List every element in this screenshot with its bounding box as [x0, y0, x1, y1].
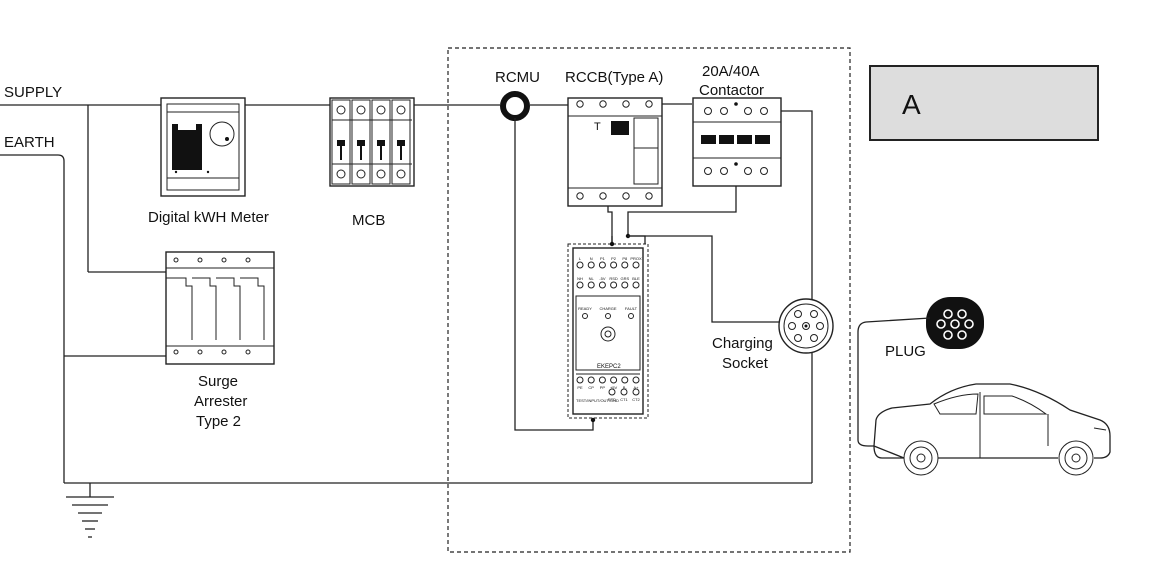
surge-label-line1: Surge	[198, 373, 238, 390]
surge-label-line3: Type 2	[196, 413, 241, 430]
controller-terminal	[610, 261, 618, 269]
rcmu-label: RCMU	[495, 69, 540, 86]
enclosure-boundary	[447, 47, 851, 553]
contactor-label-line2: Contactor	[699, 82, 764, 99]
controller-terminal-label: N	[590, 256, 593, 261]
controller-led-label: CHARGE	[599, 306, 616, 311]
controller-name: EKEPC2	[597, 364, 621, 370]
controller-terminal-label: +5V	[610, 385, 618, 390]
supply-label: SUPPLY	[4, 84, 62, 101]
legend-box: A	[869, 65, 1099, 141]
legend-box-text: A	[902, 89, 921, 120]
rccb-label: RCCB(Type A)	[565, 69, 663, 86]
controller-led	[628, 313, 634, 319]
controller-terminal	[587, 376, 595, 384]
controller-to-socket-wire	[628, 235, 780, 323]
meter-label: Digital kWH Meter	[148, 209, 269, 226]
controller-terminal-label: GRS	[620, 276, 629, 281]
controller-terminal	[598, 376, 606, 384]
controller-terminal	[610, 281, 618, 289]
socket-label-line1: Charging	[712, 335, 773, 352]
controller-terminal	[621, 281, 629, 289]
controller-terminal-label: P8	[622, 256, 628, 261]
controller-terminal-label: -5V	[599, 276, 606, 281]
controller-led-label: READY	[578, 306, 592, 311]
surge-label-line2: Arrester	[194, 393, 247, 410]
controller-terminal-label: NL	[589, 276, 595, 281]
rcmu	[500, 91, 594, 431]
rccb: T	[567, 97, 663, 207]
controller-terminal	[587, 281, 595, 289]
controller-terminal-label: CP	[588, 385, 594, 390]
controller-terminal	[632, 281, 640, 289]
controller-terminal	[620, 388, 628, 396]
controller-terminal-label: NH	[577, 276, 583, 281]
controller-terminal	[608, 388, 616, 396]
controller-terminal-label: L	[579, 256, 582, 261]
controller-terminal	[598, 261, 606, 269]
supply-wire	[0, 104, 570, 273]
charging-socket	[778, 298, 834, 483]
controller-terminal-label: P1	[600, 256, 606, 261]
ground-symbol	[66, 483, 114, 538]
controller-terminal	[587, 261, 595, 269]
socket-label-line2: Socket	[722, 355, 769, 372]
controller-terminal-label: BLE	[632, 276, 640, 281]
plug-label: PLUG	[885, 343, 926, 360]
controller-terminal-label: PROX	[630, 256, 642, 261]
contactor-to-socket-wire	[781, 110, 813, 303]
controller-led	[605, 313, 611, 319]
surge-arrester	[165, 251, 275, 365]
controller-terminal	[576, 281, 584, 289]
contactor-coil-wire	[627, 186, 737, 236]
controller-terminal-label: CT1	[620, 397, 628, 402]
controller-terminal-label: CT2	[632, 397, 640, 402]
controller-terminal	[610, 376, 618, 384]
plug	[857, 297, 984, 447]
controller-led-label: FAULT	[625, 306, 638, 311]
controller-terminal-label: B-	[623, 385, 628, 390]
controller-terminal-label: RSD	[609, 276, 618, 281]
digital-kwh-meter	[160, 97, 246, 197]
earth-label: EARTH	[4, 134, 55, 151]
mcb-label: MCB	[352, 212, 385, 229]
controller-terminal	[632, 261, 640, 269]
earth-wire	[0, 154, 812, 484]
mcb	[329, 97, 415, 187]
controller-terminal	[576, 376, 584, 384]
controller-terminal	[621, 376, 629, 384]
controller-terminal	[576, 261, 584, 269]
rccb-test-label: T	[594, 121, 601, 133]
controller-terminal-label: PE	[577, 385, 583, 390]
controller-terminal	[621, 261, 629, 269]
controller-terminal	[632, 376, 640, 384]
controller-terminal-label: RTD	[608, 397, 616, 402]
controller-terminal	[632, 388, 640, 396]
controller-led	[582, 313, 588, 319]
controller-terminal	[598, 281, 606, 289]
controller-terminal-label: PP	[600, 385, 606, 390]
contactor-label-line1: 20A/40A	[702, 63, 760, 80]
electric-car-icon	[873, 383, 1111, 476]
rccb-to-controller-wire	[607, 206, 613, 244]
contactor	[692, 97, 782, 187]
controller-terminal-label: A+	[633, 385, 639, 390]
controller-terminal-label: P2	[611, 256, 617, 261]
controller-footer-text: TEST/INPUT/OUT/GND	[576, 398, 619, 403]
